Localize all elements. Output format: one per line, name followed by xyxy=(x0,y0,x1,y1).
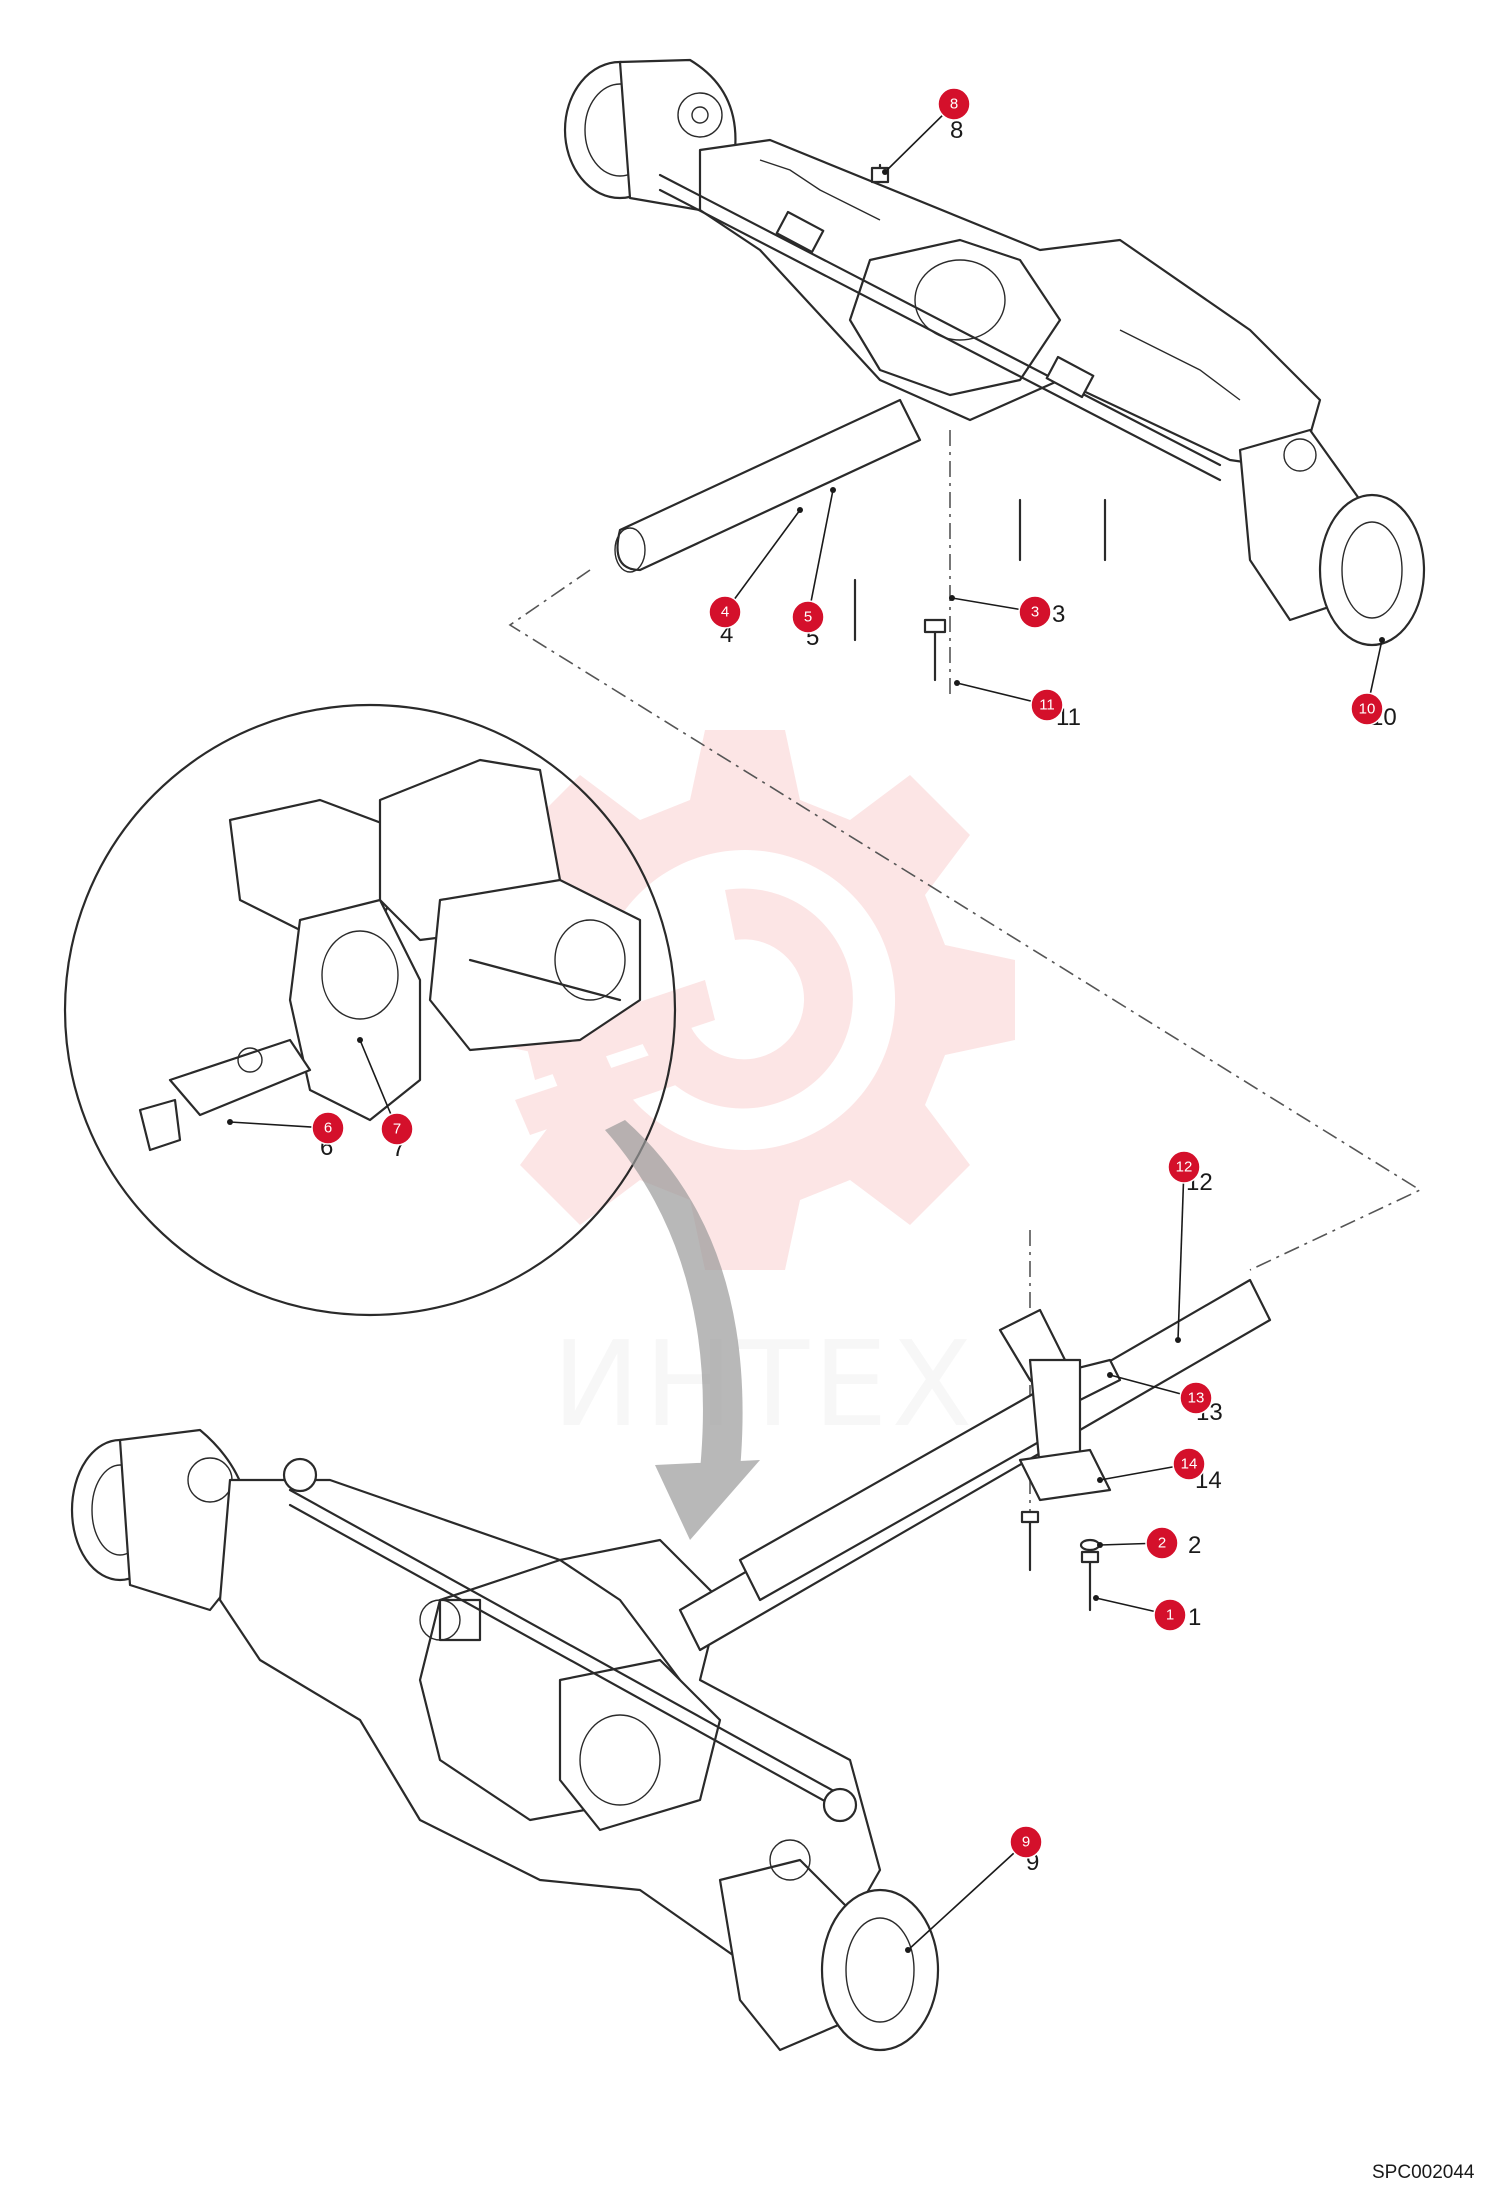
callout-badge-label: 10 xyxy=(1359,701,1376,718)
callout-badge-label: 6 xyxy=(324,1120,332,1137)
callout-target-dot xyxy=(949,595,955,601)
callout-target-dot xyxy=(882,169,888,175)
callout-badge[interactable] xyxy=(708,595,742,629)
callout-target-dot xyxy=(830,487,836,493)
callout-leader-line xyxy=(807,489,834,618)
callout-badge[interactable] xyxy=(311,1111,345,1145)
callout-target-dot xyxy=(1175,1337,1181,1343)
callout-target-dot xyxy=(905,1947,911,1953)
lower-axle-assembly xyxy=(70,1278,1272,2052)
callout-3: 33 xyxy=(949,595,1065,629)
transfer-arrow xyxy=(605,1120,760,1540)
callout-badge-label: 11 xyxy=(1039,697,1055,714)
drawing-code: SPC002044 xyxy=(1372,2162,1475,2183)
callout-badge[interactable] xyxy=(1350,692,1384,726)
callout-target-dot xyxy=(357,1037,363,1043)
callout-number: 8 xyxy=(950,117,963,144)
callout-badge-label: 2 xyxy=(1158,1535,1166,1552)
callout-target-dot xyxy=(954,680,960,686)
callout-badge-label: 3 xyxy=(1031,604,1039,621)
callout-number: 2 xyxy=(1188,1532,1201,1559)
callout-1: 11 xyxy=(1093,1595,1201,1632)
callout-target-dot xyxy=(1097,1542,1103,1548)
callout-badge[interactable] xyxy=(791,600,825,634)
callout-target-dot xyxy=(797,507,803,513)
callout-4: 44 xyxy=(708,507,803,648)
callout-badge-label: 1 xyxy=(1166,1607,1174,1624)
callout-badge-label: 4 xyxy=(721,604,729,621)
watermark-text: ИНТЕХ xyxy=(552,1315,976,1453)
upper-axle-assembly xyxy=(563,58,1426,682)
callout-badge[interactable] xyxy=(937,87,971,121)
detail-circle xyxy=(63,703,677,1317)
callout-leader-line xyxy=(907,1841,1027,1951)
arrow-head-icon xyxy=(655,1460,760,1540)
callout-target-dot xyxy=(1093,1595,1099,1601)
callout-badge[interactable] xyxy=(1018,595,1052,629)
callout-leader-line xyxy=(1177,1166,1185,1341)
callout-badge-label: 14 xyxy=(1181,1456,1198,1473)
callout-target-dot xyxy=(1107,1372,1113,1378)
callout-8: 88 xyxy=(882,87,971,175)
callout-5: 55 xyxy=(791,487,836,651)
callout-badge-label: 7 xyxy=(393,1121,401,1138)
watermark-logo: ИНТЕХ xyxy=(475,730,1015,1453)
callout-number: 3 xyxy=(1052,601,1065,628)
callout-9: 99 xyxy=(905,1825,1043,1953)
callout-badge[interactable] xyxy=(1145,1526,1179,1560)
callout-badge-label: 9 xyxy=(1022,1834,1030,1851)
callout-badge[interactable] xyxy=(1030,688,1064,722)
callout-6: 66 xyxy=(227,1111,345,1161)
callout-badge[interactable] xyxy=(1009,1825,1043,1859)
callout-badge-label: 8 xyxy=(950,96,958,113)
callout-2: 22 xyxy=(1097,1526,1201,1560)
callout-badge[interactable] xyxy=(1153,1598,1187,1632)
callout-badge-label: 5 xyxy=(804,609,812,626)
callout-target-dot xyxy=(227,1119,233,1125)
callout-target-dot xyxy=(1379,637,1385,643)
callout-badge[interactable] xyxy=(1179,1381,1213,1415)
assembly-guide-line xyxy=(508,569,1422,1271)
callout-number: 1 xyxy=(1188,1604,1201,1631)
callout-badge-label: 13 xyxy=(1188,1390,1205,1407)
callout-leader-line xyxy=(724,509,801,613)
detail-view xyxy=(63,703,677,1317)
callout-7: 77 xyxy=(357,1037,414,1162)
callout-badge-label: 12 xyxy=(1176,1159,1193,1176)
callout-target-dot xyxy=(1097,1477,1103,1483)
callout-badge[interactable] xyxy=(1167,1150,1201,1184)
callout-badge[interactable] xyxy=(1172,1447,1206,1481)
callout-badge[interactable] xyxy=(380,1112,414,1146)
